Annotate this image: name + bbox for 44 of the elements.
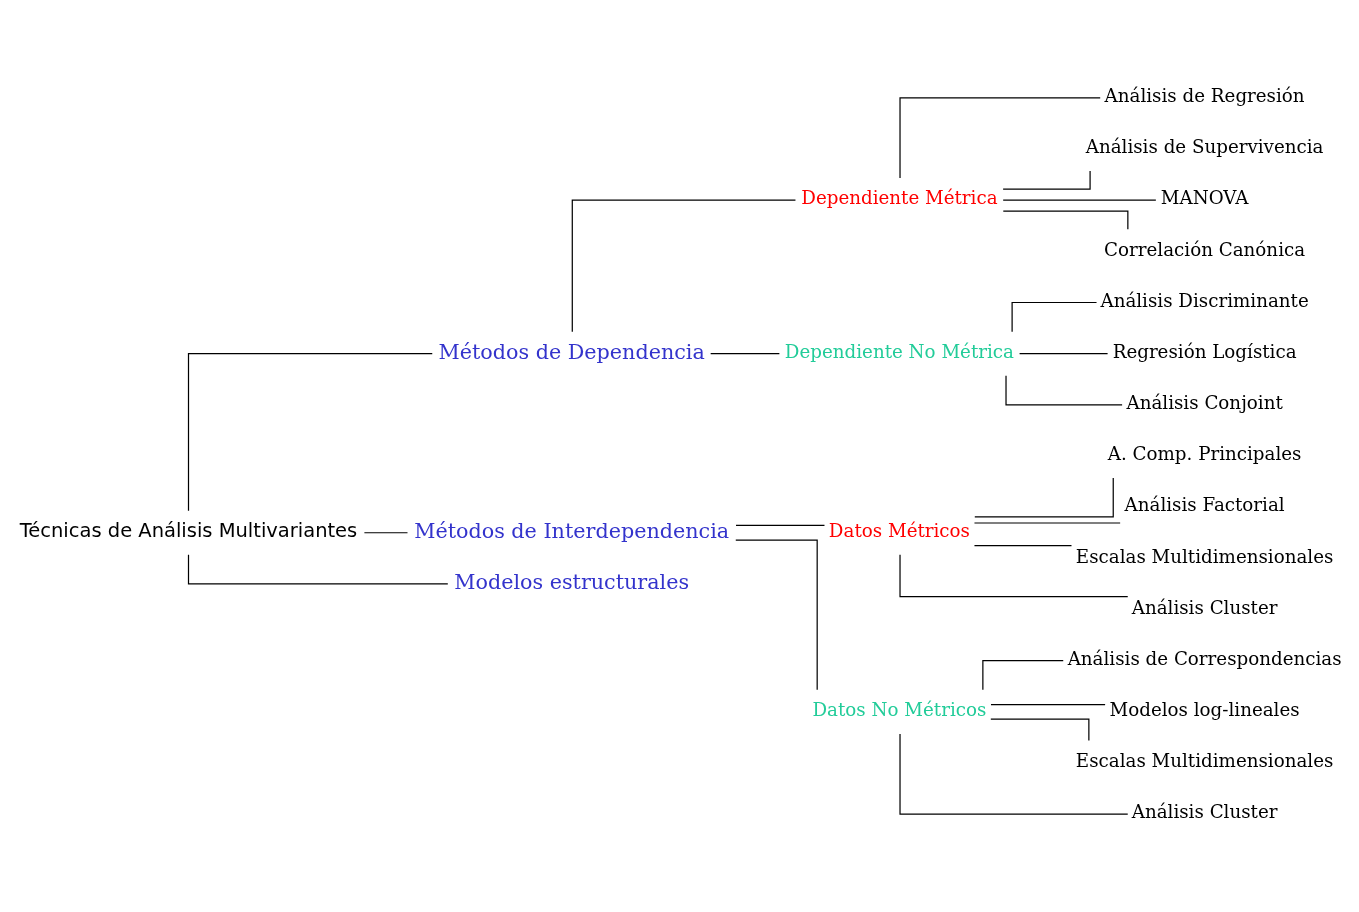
node-text: Dependiente No Métrica xyxy=(784,340,1014,362)
node-text: Regresión Logística xyxy=(1112,340,1297,362)
connector xyxy=(899,97,1101,179)
node-text: Análisis de Regresión xyxy=(1104,85,1305,107)
connector xyxy=(1002,210,1129,230)
connector xyxy=(1011,301,1098,333)
connector xyxy=(1002,170,1091,190)
node-text: A. Comp. Principales xyxy=(1107,443,1302,465)
connector xyxy=(899,733,1129,815)
connector xyxy=(899,554,1129,598)
connector xyxy=(1019,353,1109,355)
node-text: Escalas Multidimensionales xyxy=(1075,750,1334,772)
node-text: Técnicas de Análisis Multivariantes xyxy=(19,519,358,543)
connector xyxy=(187,554,449,585)
connector xyxy=(735,524,826,527)
node-text: Análisis de Supervivencia xyxy=(1085,136,1324,158)
node-text: Análisis Factorial xyxy=(1124,494,1285,516)
connector xyxy=(1005,375,1123,406)
connector xyxy=(363,532,409,534)
node-text: Escalas Multidimensionales xyxy=(1075,545,1334,567)
node-text: Correlación Canónica xyxy=(1104,238,1306,260)
connector xyxy=(990,718,1090,742)
connector xyxy=(571,199,797,333)
connector xyxy=(982,660,1064,691)
node-text: Modelos estructurales xyxy=(454,569,690,594)
node-text: Datos No Métricos xyxy=(812,699,987,721)
connector xyxy=(974,477,1114,518)
node-text: Análisis Cluster xyxy=(1131,801,1278,823)
node-text: Análisis Conjoint xyxy=(1126,392,1283,414)
node-text: Datos Métricos xyxy=(828,520,970,542)
node-text: Análisis Discriminante xyxy=(1100,289,1309,311)
node-text: Análisis Cluster xyxy=(1131,596,1278,618)
node-text: Análisis de Correspondencias xyxy=(1067,647,1342,669)
connector xyxy=(735,539,818,691)
node-text: Modelos log-lineales xyxy=(1109,699,1300,721)
node-text: Métodos de Dependencia xyxy=(438,339,705,364)
connector xyxy=(187,353,433,512)
node-text: MANOVA xyxy=(1160,187,1249,209)
node-text: Dependiente Métrica xyxy=(801,187,998,209)
connector xyxy=(973,544,1073,547)
connector xyxy=(990,703,1106,706)
node-text: Métodos de Interdependencia xyxy=(414,518,730,543)
connector xyxy=(710,353,780,355)
connector xyxy=(1002,199,1157,201)
